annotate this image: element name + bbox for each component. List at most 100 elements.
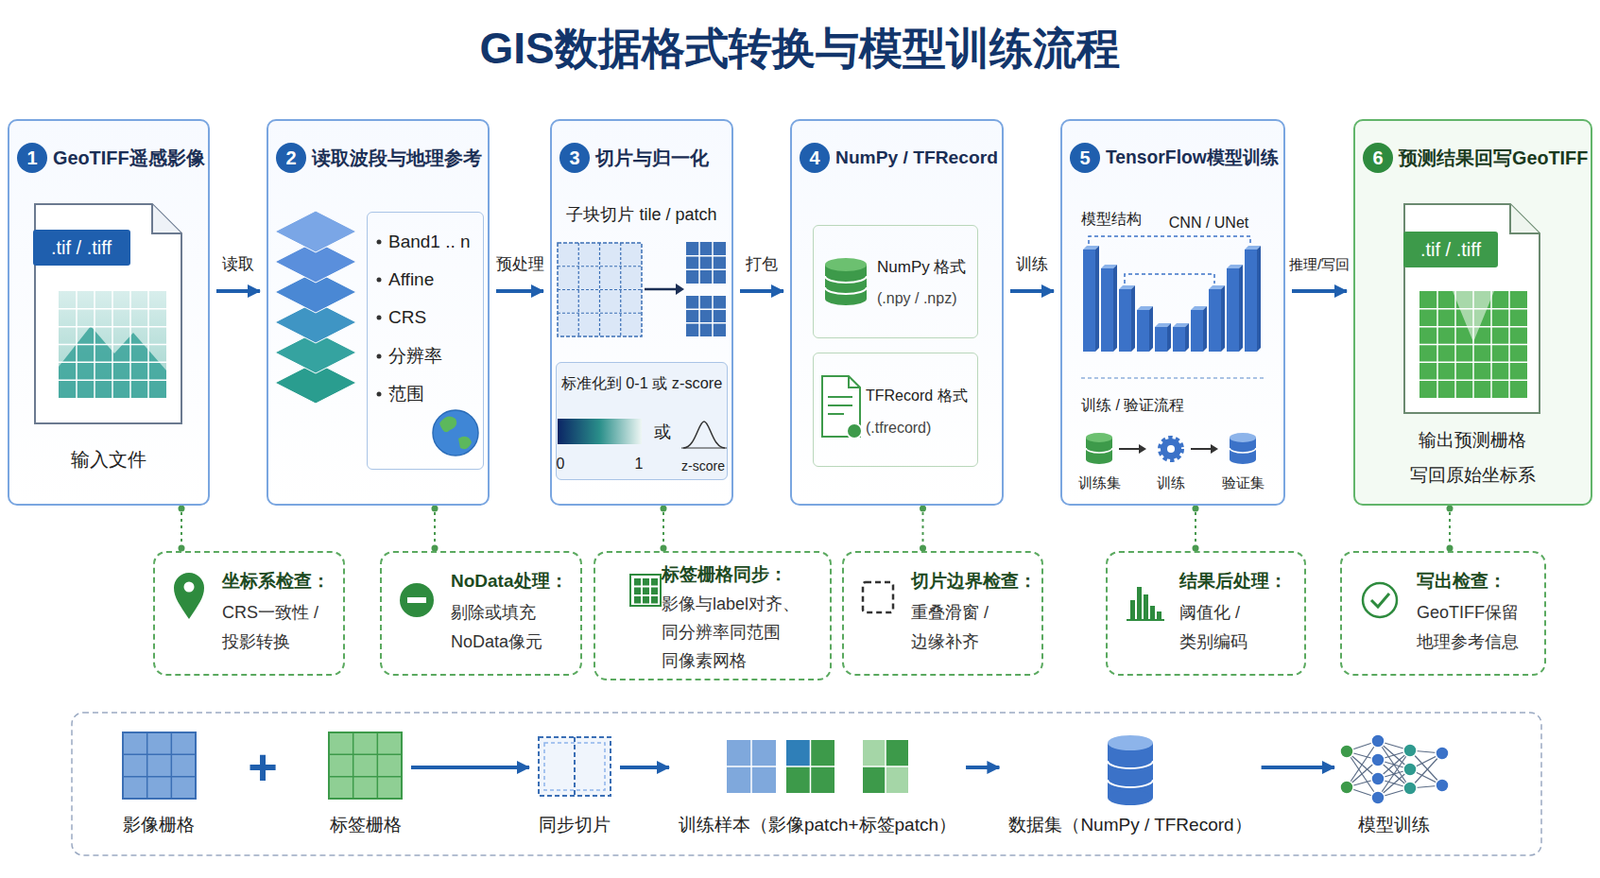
node-text: 模型训练 [1358, 813, 1430, 837]
illustration-shape [1371, 593, 1390, 607]
illustration-shape [1113, 264, 1118, 352]
connector-group [431, 505, 439, 552]
node-text: 影像与label对齐、 同分辨率同范围 同像素网格 [661, 589, 823, 675]
node-text: 输出预测栅格 [1418, 429, 1527, 452]
node-text: 2 [275, 142, 307, 173]
node-text: 切片与归一化 [595, 146, 709, 171]
node-text: 1 [17, 142, 48, 173]
illustration-shape [1510, 204, 1540, 234]
illustration-shape [1167, 323, 1171, 352]
illustration-shape [1154, 326, 1168, 352]
illustration-shape [1340, 744, 1354, 758]
illustration-shape [1118, 289, 1132, 352]
illustration-shape [651, 596, 658, 604]
illustration-shape [58, 291, 167, 398]
illustration-shape [1419, 344, 1528, 346]
illustration-shape [439, 415, 457, 432]
illustration-shape [862, 765, 909, 768]
inner-box: Band1 .. nAffineCRS分辨率范围 [366, 211, 484, 470]
illustration-shape [1371, 734, 1385, 748]
illustration-shape [642, 596, 650, 604]
node-text: NumPy / TFRecord [835, 146, 998, 170]
flow-arrow [965, 765, 999, 770]
illustration-shape [1060, 119, 1286, 506]
illustration-shape [1172, 326, 1186, 352]
illustration-shape [698, 241, 701, 284]
illustration-shape [1404, 204, 1540, 413]
node-text: GeoTIFF保留 地理参考信息 [1416, 598, 1537, 657]
illustration-shape [686, 269, 726, 272]
illustration-shape [862, 739, 909, 793]
illustration-shape [726, 765, 776, 768]
illustration-shape [1124, 274, 1215, 284]
illustration-shape [698, 295, 701, 337]
illustration-shape [1190, 447, 1212, 450]
node-text: 预测结果回写GeoTIFF [1398, 146, 1588, 171]
flow-arrow [1291, 289, 1347, 293]
illustration-shape [328, 775, 402, 778]
node-text: NoData处理： [450, 569, 568, 593]
illustration-shape [1256, 245, 1261, 352]
illustration-shape [1403, 231, 1498, 268]
node-text: TensorFlow模型训练 [1105, 146, 1279, 170]
leader-dot [919, 505, 927, 513]
illustration-shape [686, 322, 726, 325]
illustration-shape [681, 447, 727, 449]
illustration-shape [786, 739, 810, 767]
node-text: z-score [681, 458, 725, 476]
node-text: CNN / UNet [1169, 213, 1249, 233]
illustration-shape [1371, 772, 1385, 786]
illustration-shape [1208, 289, 1222, 352]
node-text: Band1 .. n [388, 230, 471, 254]
check-box: 结果后处理：阈值化 / 类别编码 [1105, 550, 1307, 676]
illustration-shape [1371, 753, 1385, 767]
illustration-shape [686, 309, 726, 311]
node-text: 1 [635, 454, 644, 474]
illustration-shape [634, 578, 641, 586]
illustration-shape [129, 291, 132, 398]
node-text: 训练集 [1078, 474, 1121, 493]
inner-box: 标准化到 0-1 或 z-score01或z-score [555, 361, 728, 481]
node-text: 训练 / 验证流程 [1081, 395, 1185, 415]
illustration-shape [557, 242, 642, 337]
node-text: 阈值化 / 类别编码 [1179, 598, 1297, 657]
illustration-shape [599, 242, 601, 337]
pipeline-item: 训练样本（影像patch+标签patch） [672, 729, 963, 842]
illustration-shape [686, 255, 726, 258]
leader-dot [1446, 505, 1454, 513]
connector-group [411, 767, 530, 769]
leader-dot [178, 505, 186, 513]
illustration-shape [377, 354, 382, 360]
illustration-shape [848, 376, 861, 388]
node-text: 输入文件 [70, 447, 147, 472]
connector-group [496, 291, 544, 293]
illustration-shape [862, 766, 886, 793]
illustration-shape [266, 119, 490, 506]
illustration-shape [407, 597, 427, 603]
node-text: 写回原始坐标系 [1410, 464, 1536, 487]
illustration-shape [822, 258, 867, 439]
check-box: 切片边界检查：重叠滑窗 / 边缘补齐 [842, 550, 1044, 676]
illustration-shape [122, 732, 1153, 806]
illustration-shape [1403, 204, 1540, 413]
illustration-shape [58, 361, 167, 364]
illustration-shape [352, 732, 355, 799]
illustration-shape [651, 578, 658, 586]
illustration-shape [1167, 445, 1175, 453]
illustration-shape [825, 258, 867, 272]
illustration-shape [171, 732, 173, 799]
illustration-shape [1229, 447, 1256, 453]
check-box: NoData处理：剔除或填充 NoData像元 [379, 550, 583, 676]
illustration-shape [173, 572, 205, 620]
illustration-shape [33, 229, 131, 266]
illustration-shape [885, 739, 909, 767]
illustration-shape [683, 421, 725, 448]
format-box: TFRecord 格式(.tfrecord) [812, 352, 979, 467]
illustration-shape [1229, 454, 1256, 465]
node-text: .tif / .tiff [51, 236, 112, 260]
illustration-shape [377, 315, 382, 321]
node-text: 同步切片 [538, 813, 611, 837]
illustration-shape [1403, 743, 1417, 757]
illustration-shape [619, 242, 621, 337]
check-box: 坐标系检查：CRS一致性 / 投影转换 [153, 550, 345, 676]
